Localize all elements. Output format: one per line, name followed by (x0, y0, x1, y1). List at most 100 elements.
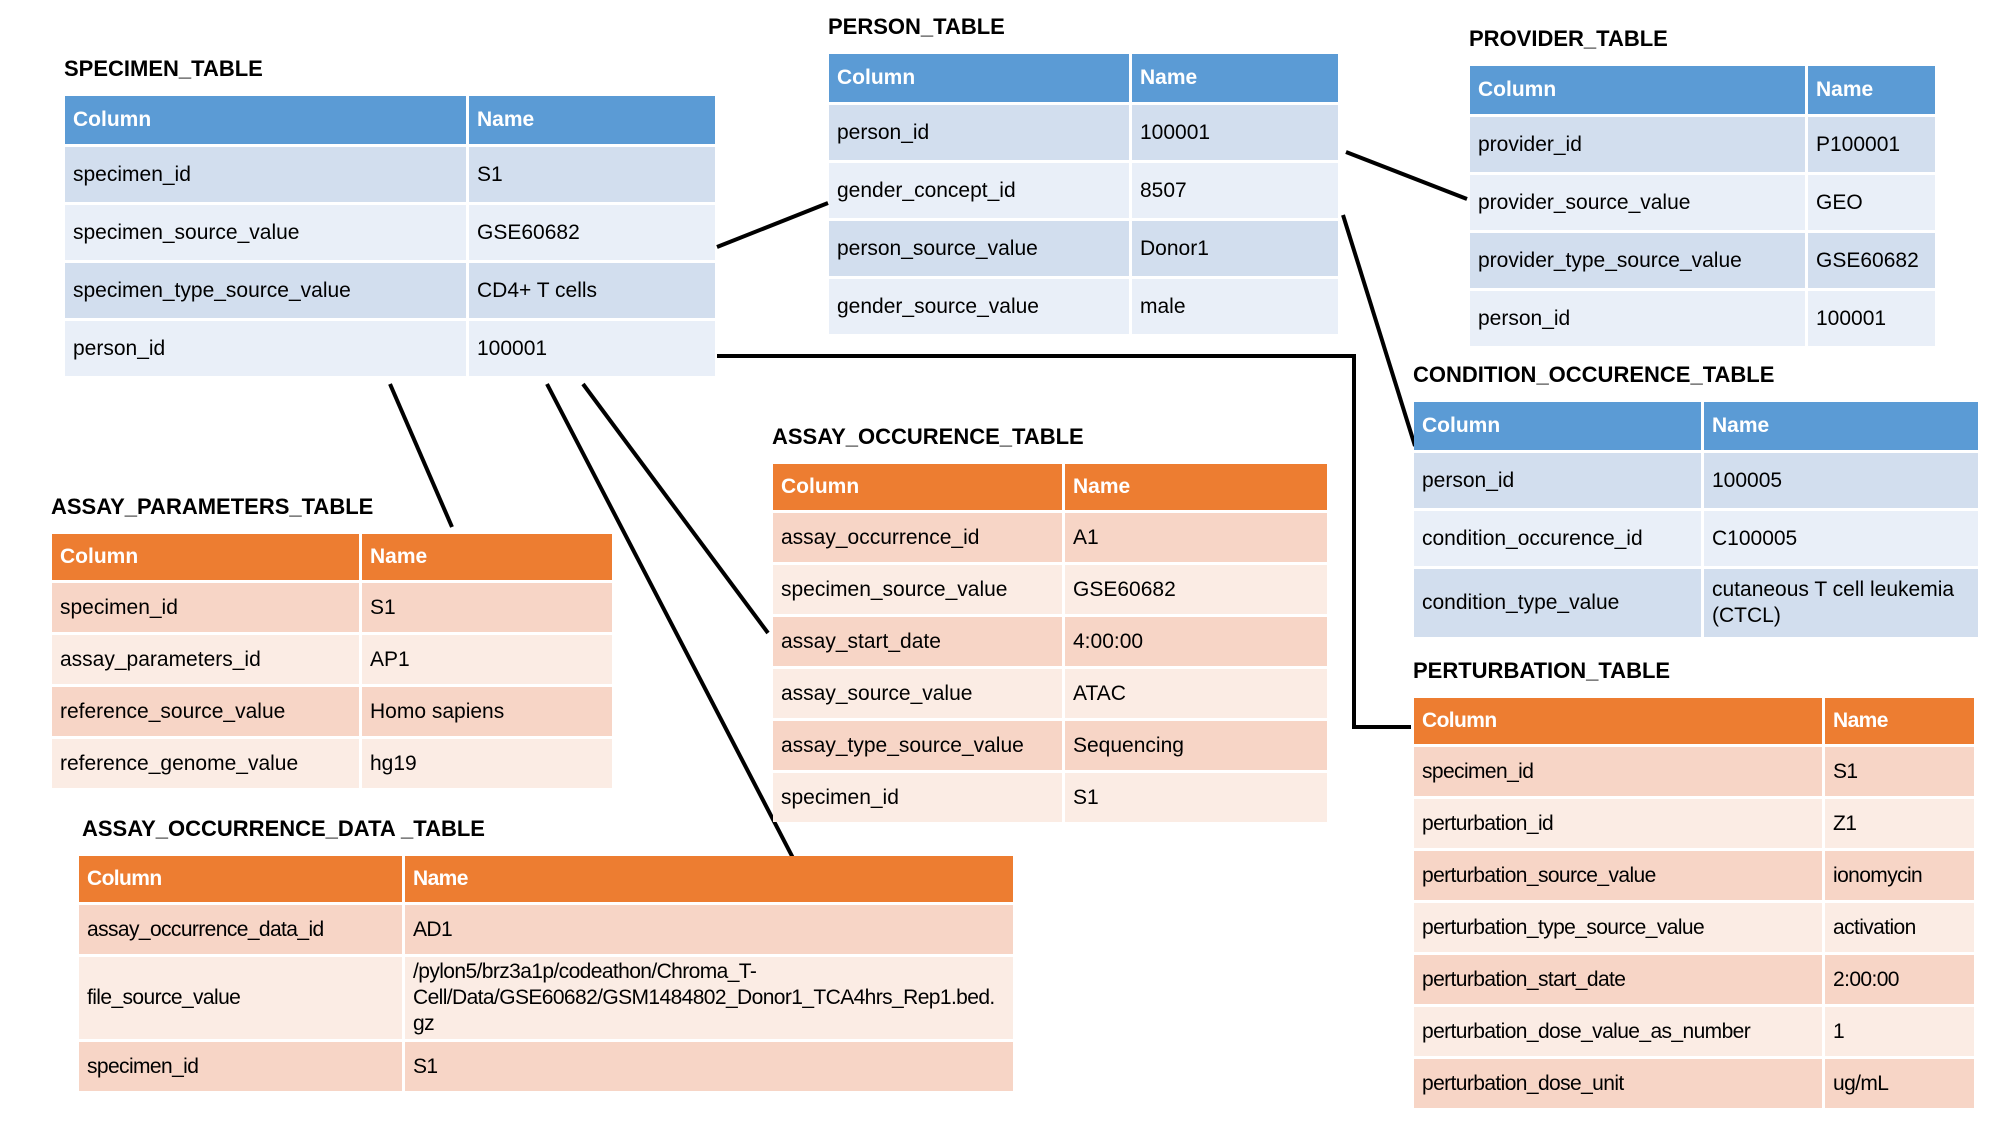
cell-value: S1 (405, 1042, 1013, 1091)
cell-column: specimen_id (79, 1042, 402, 1091)
cell-value: P100001 (1808, 117, 1935, 172)
assay-parameters-table: ASSAY_PARAMETERS_TABLE Column Name speci… (49, 494, 615, 791)
cell-value: 2:00:00 (1825, 955, 1974, 1004)
cell-column: provider_type_source_value (1470, 233, 1805, 288)
assay-parameters-table-title: ASSAY_PARAMETERS_TABLE (51, 494, 374, 519)
cell-value: S1 (362, 583, 612, 632)
column-header: Column (829, 54, 1129, 102)
name-header: Name (362, 534, 612, 580)
cell-column: perturbation_dose_unit (1414, 1059, 1822, 1108)
cell-value: 100001 (1808, 291, 1935, 346)
header-row: Column Name (52, 534, 612, 580)
cell-column: specimen_type_source_value (65, 263, 466, 318)
cell-column: assay_start_date (773, 617, 1062, 666)
perturbation-table: PERTURBATION_TABLE Column Name specimen_… (1411, 658, 1977, 1111)
cell-column: person_source_value (829, 221, 1129, 276)
assay-occurrence-data-table: ASSAY_OCCURRENCE_DATA _TABLE Column Name… (76, 816, 1016, 1094)
cell-value: CD4+ T cells (469, 263, 715, 318)
cell-value: 8507 (1132, 163, 1338, 218)
name-header: Name (1704, 402, 1978, 450)
perturbation-table-title: PERTURBATION_TABLE (1413, 658, 1671, 683)
cell-column: condition_occurence_id (1414, 511, 1701, 566)
header-row: Column Name (1414, 698, 1974, 744)
cell-value: ATAC (1065, 669, 1327, 718)
cell-value: activation (1825, 903, 1974, 952)
column-header: Column (1470, 66, 1805, 114)
name-header: Name (1825, 698, 1974, 744)
cell-column: perturbation_start_date (1414, 955, 1822, 1004)
cell-column: specimen_id (65, 147, 466, 202)
cell-column: person_id (1414, 453, 1701, 508)
column-header: Column (65, 96, 466, 144)
assay-occurence-table-title: ASSAY_OCCURENCE_TABLE (772, 424, 1084, 449)
cell-column: file_source_value (79, 957, 402, 1039)
cell-value: GEO (1808, 175, 1935, 230)
person-table-title: PERSON_TABLE (828, 14, 1005, 39)
cell-value: AP1 (362, 635, 612, 684)
cell-column: person_id (829, 105, 1129, 160)
cell-value: 100001 (469, 321, 715, 376)
cell-column: reference_genome_value (52, 739, 359, 788)
table-row: file_source_value/pylon5/brz3a1p/codeath… (79, 957, 1013, 1039)
cell-column: perturbation_id (1414, 799, 1822, 848)
column-header: Column (1414, 402, 1701, 450)
cell-value: 1 (1825, 1007, 1974, 1056)
header-row: Column Name (79, 856, 1013, 902)
name-header: Name (1132, 54, 1338, 102)
cell-column: assay_type_source_value (773, 721, 1062, 770)
cell-column: provider_source_value (1470, 175, 1805, 230)
cell-value: S1 (1065, 773, 1327, 822)
name-header: Name (405, 856, 1013, 902)
cell-column: gender_source_value (829, 279, 1129, 334)
cell-value: AD1 (405, 905, 1013, 954)
cell-value: hg19 (362, 739, 612, 788)
column-header: Column (79, 856, 402, 902)
cell-column: assay_occurrence_data_id (79, 905, 402, 954)
cell-value: Z1 (1825, 799, 1974, 848)
column-header: Column (773, 464, 1062, 510)
cell-value: Sequencing (1065, 721, 1327, 770)
header-row: Column Name (1414, 402, 1978, 450)
cell-column: assay_occurrence_id (773, 513, 1062, 562)
cell-column: specimen_id (52, 583, 359, 632)
cell-column: specimen_id (773, 773, 1062, 822)
cell-value: A1 (1065, 513, 1327, 562)
cell-value: S1 (469, 147, 715, 202)
cell-value: male (1132, 279, 1338, 334)
cell-column: reference_source_value (52, 687, 359, 736)
header-row: Column Name (773, 464, 1327, 510)
cell-value: Homo sapiens (362, 687, 612, 736)
connector-person-to-condition (1341, 214, 1417, 447)
name-header: Name (469, 96, 715, 144)
connector-specimen-to-person (716, 201, 829, 249)
cell-value: GSE60682 (1065, 565, 1327, 614)
